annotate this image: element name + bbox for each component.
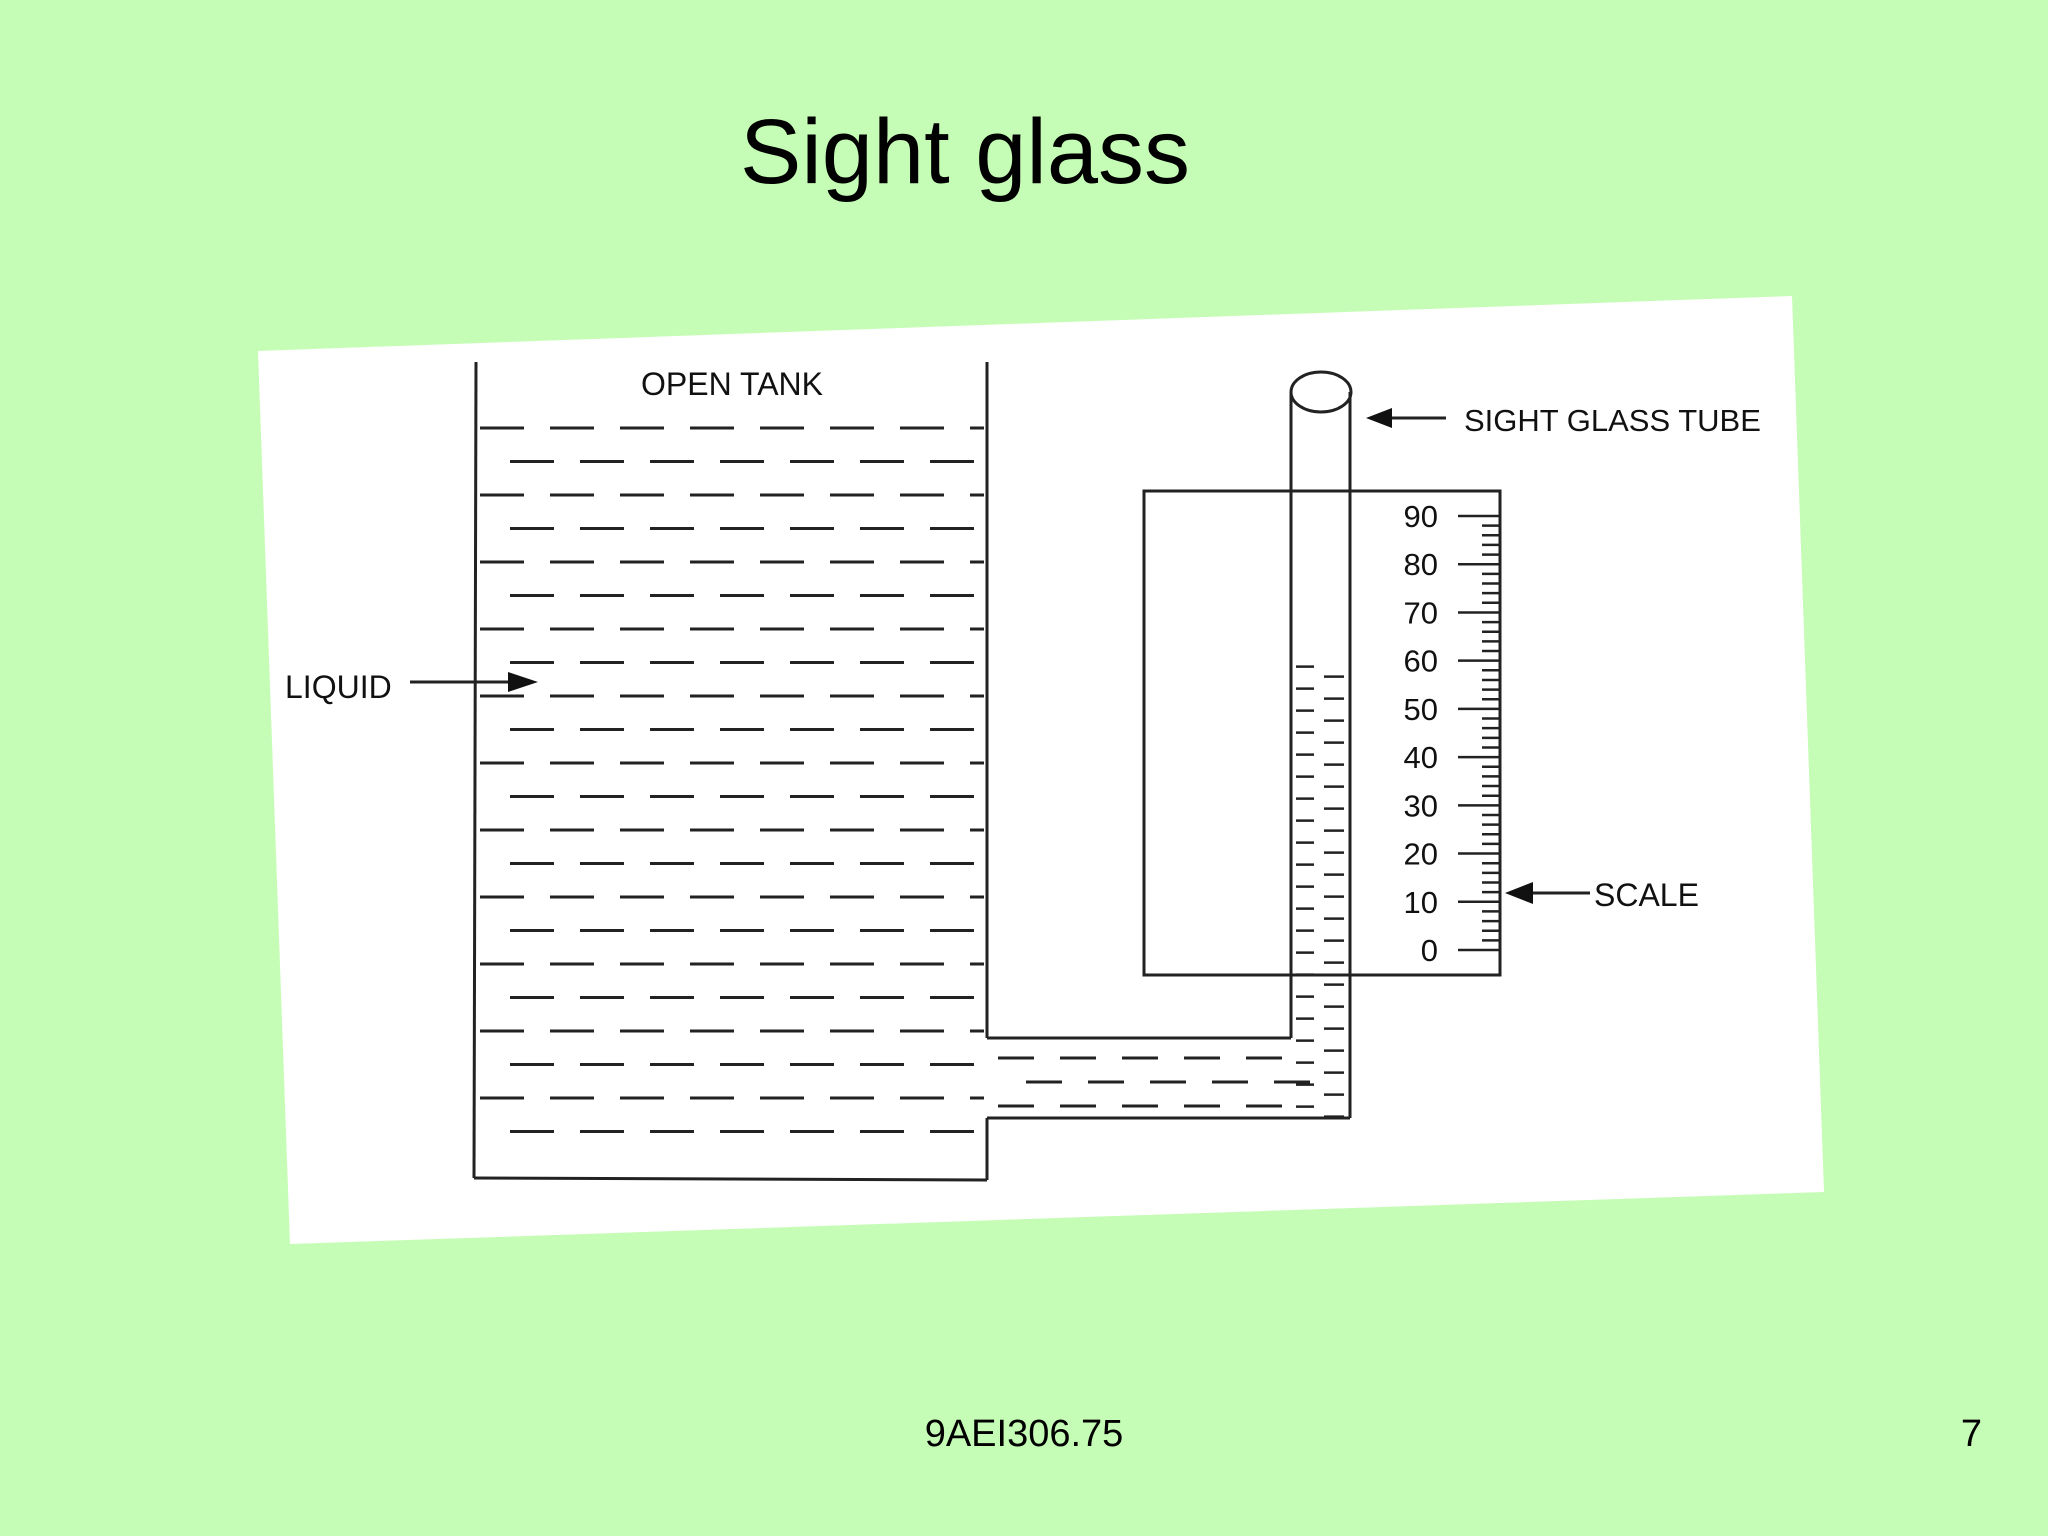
scale-numbers: 90 80 70 60 50 40 30 20 10 0	[1404, 499, 1438, 968]
scale-number: 30	[1404, 788, 1438, 823]
liquid-label: LIQUID	[285, 669, 392, 705]
scale-number: 20	[1404, 837, 1438, 872]
scale-board	[1142, 489, 1502, 977]
tank-bottom	[473, 1176, 988, 1182]
scale-number: 80	[1404, 547, 1438, 582]
tube-liquid	[1296, 665, 1344, 1118]
scale-number: 0	[1421, 933, 1438, 968]
scale-number: 40	[1404, 740, 1438, 775]
sight-glass-tube	[1289, 370, 1353, 1118]
scale-number: 90	[1404, 499, 1438, 534]
tank-label: OPEN TANK	[641, 366, 823, 402]
tank-left-wall	[472, 361, 478, 1179]
open-tank	[472, 361, 989, 1182]
slide-title: Sight glass	[739, 101, 1191, 203]
scale-label: SCALE	[1594, 877, 1699, 913]
page-number: 7	[1960, 1413, 1982, 1455]
connecting-pipe	[987, 1036, 1350, 1120]
scale-number: 60	[1404, 644, 1438, 679]
scale-ticks	[1458, 514, 1500, 952]
scale-number: 10	[1404, 885, 1438, 920]
tube-arrow	[1366, 408, 1446, 428]
scale-number: 50	[1404, 692, 1438, 727]
liquid-dashes	[480, 426, 1310, 1133]
figure-card	[258, 296, 1824, 1244]
liquid-arrow	[410, 672, 538, 692]
scale-arrow	[1505, 882, 1590, 904]
tube-label: SIGHT GLASS TUBE	[1464, 403, 1761, 438]
tube-top-opening	[1289, 370, 1353, 414]
footer-code: 9AEI306.75	[924, 1413, 1124, 1455]
scale-number: 70	[1404, 595, 1438, 630]
